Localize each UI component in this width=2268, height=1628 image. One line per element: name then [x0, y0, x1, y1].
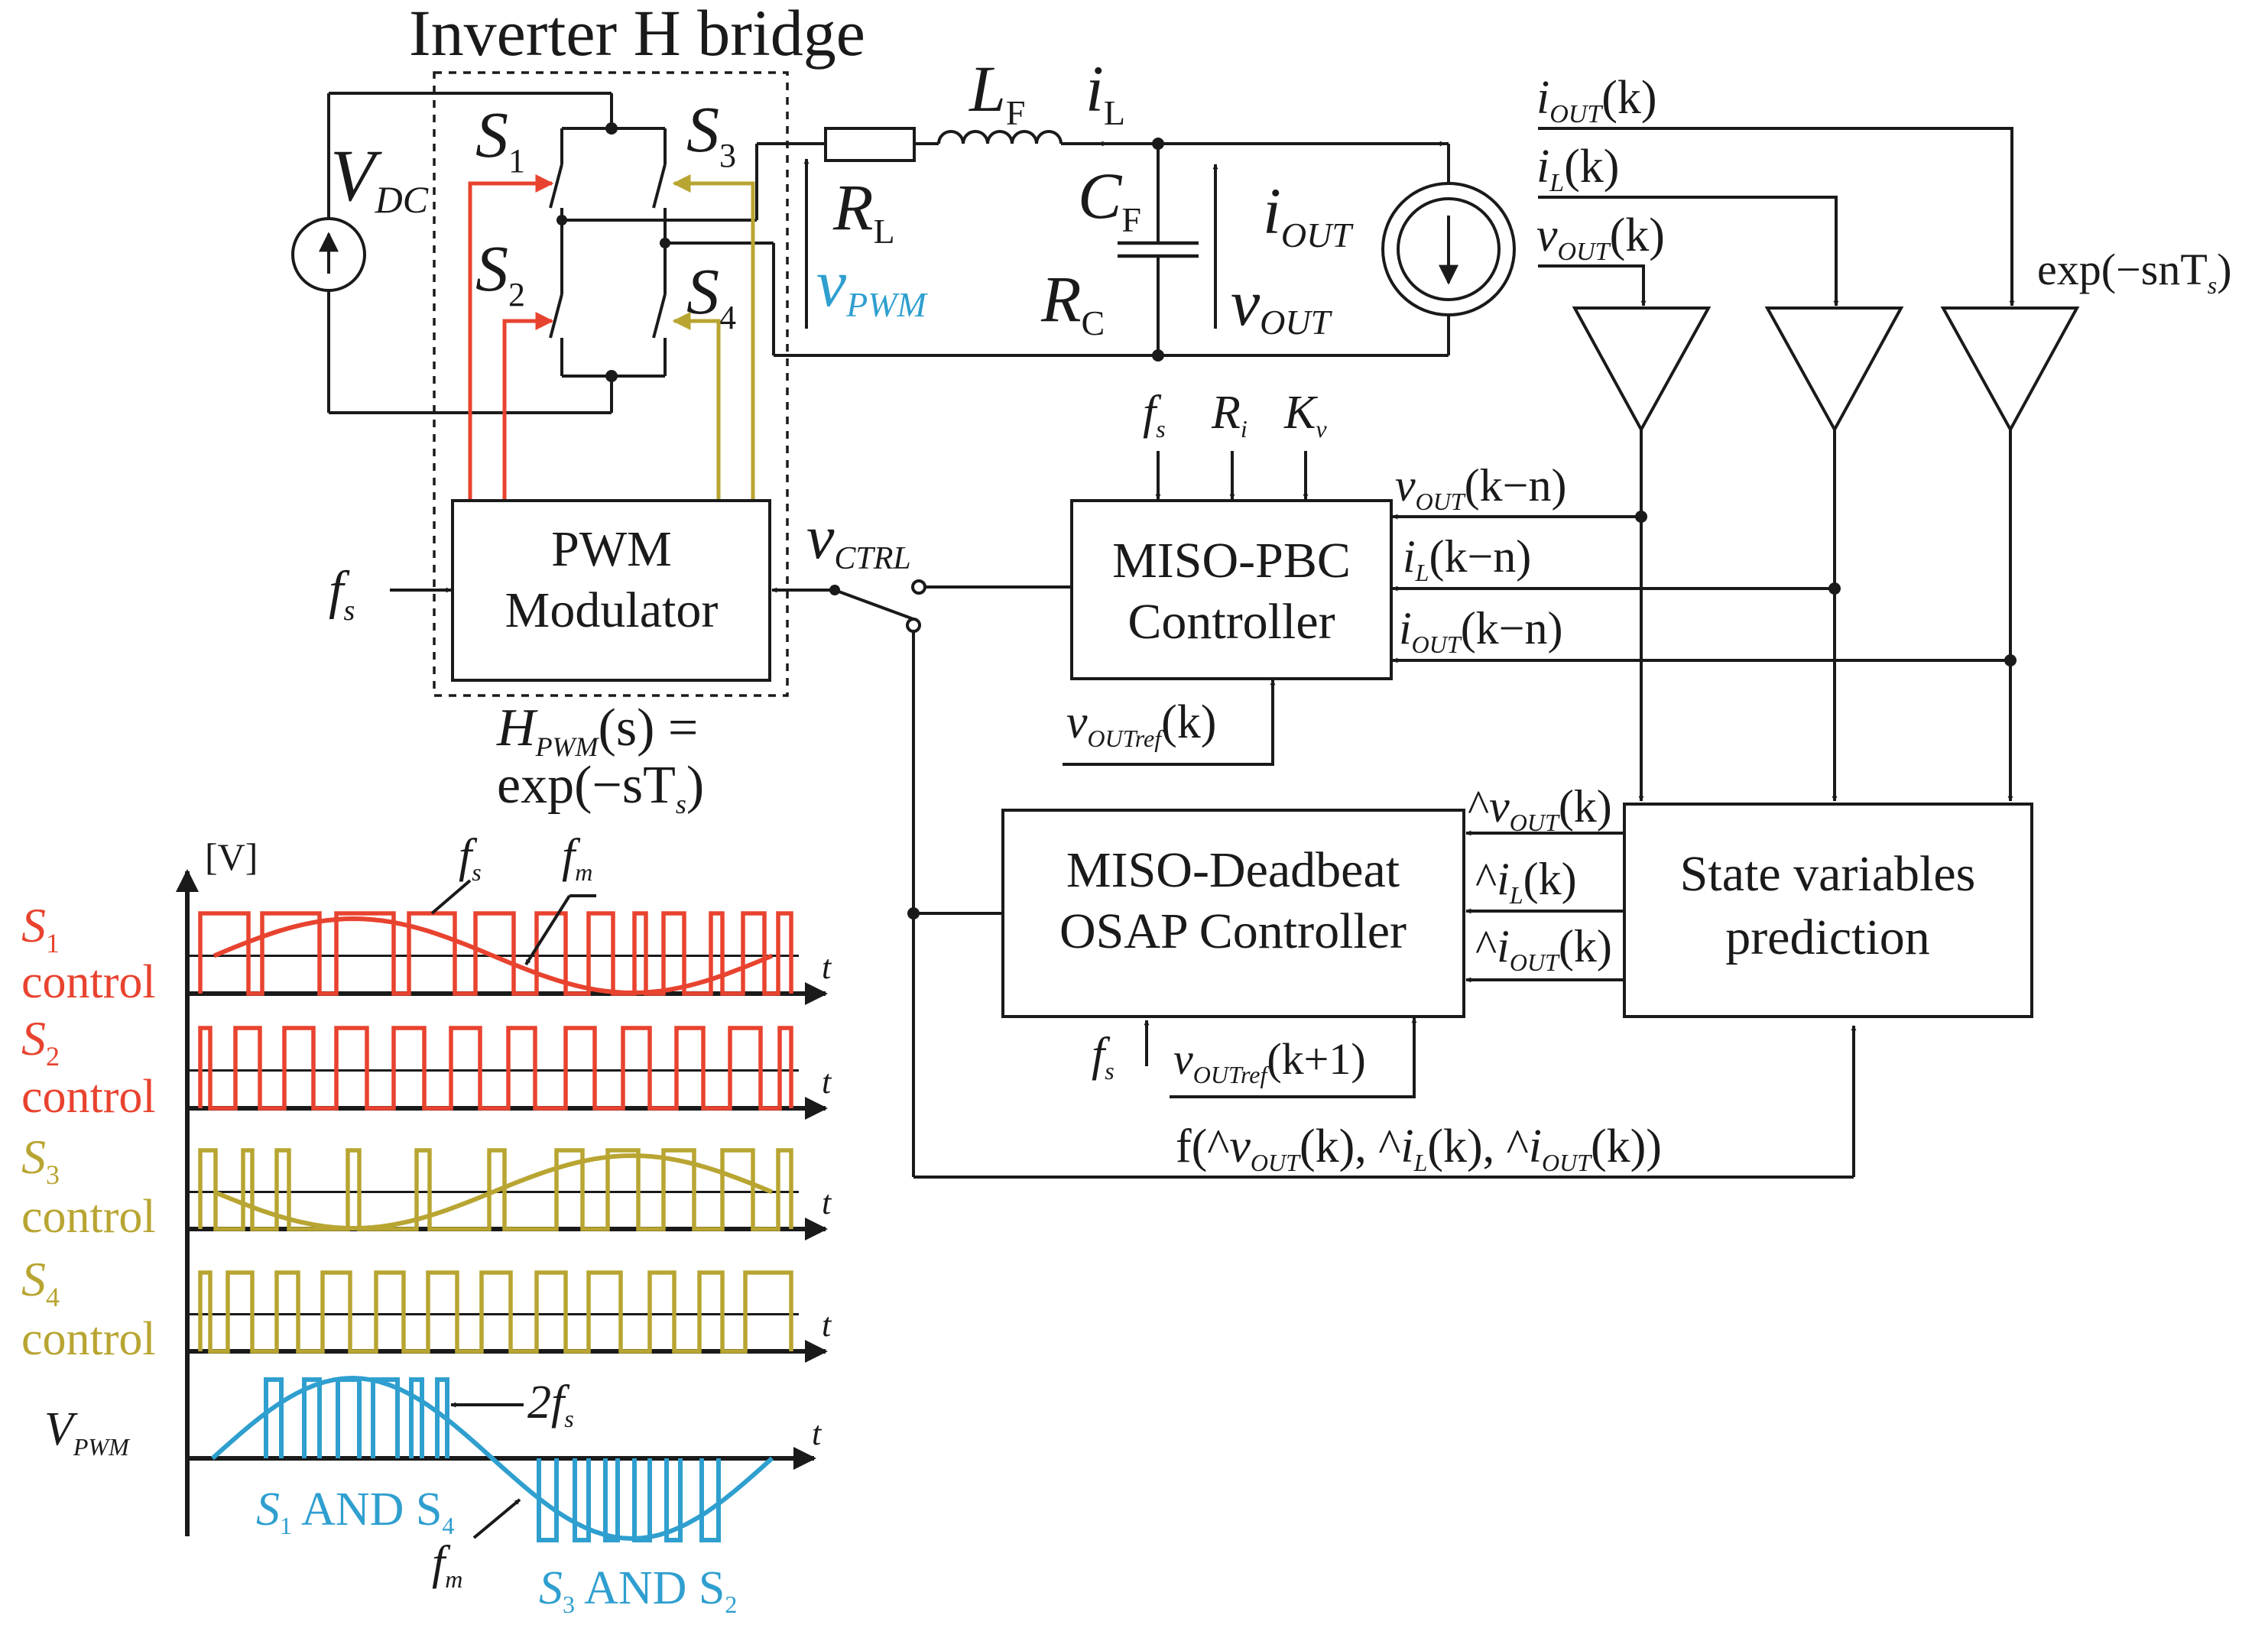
- deadbeat-input-il: ^iL(k): [1475, 854, 1577, 909]
- pwm-wave-row-4: [198, 1270, 793, 1354]
- modulating-sine-row-1: [213, 916, 774, 996]
- vdc-label: VDC: [330, 135, 429, 221]
- pwm-modulator: PWM Modulator fs HPWM(s) = exp(−sTs): [329, 499, 771, 819]
- output-filter: RL LF iL CF RC vPWM iOUT vOUT: [803, 52, 1516, 362]
- pbc-param-kv: Kv: [1283, 387, 1327, 443]
- deadbeat-fs: fs: [1092, 1029, 1115, 1085]
- s1-label: S1: [475, 98, 525, 180]
- h-bridge-switches: S1 S2 S3 S4: [475, 92, 1449, 378]
- s2-label: S2: [475, 232, 525, 313]
- vpwm-row-label: VPWM: [44, 1403, 131, 1461]
- row-label-s2: S2: [21, 1011, 60, 1072]
- rl-label: RL: [832, 170, 895, 251]
- pwm-wave-row-3: [198, 1148, 793, 1231]
- time-label-row2: t: [822, 1063, 832, 1101]
- time-label-row4: t: [822, 1306, 832, 1344]
- iout-label: iOUT: [1263, 174, 1354, 255]
- deadbeat-controller: MISO-Deadbeat OSAP Controller ^vOUT(k) ^…: [1001, 781, 1624, 1098]
- two-fs-annotation: 2fs: [527, 1377, 574, 1432]
- s3-label: S3: [686, 92, 736, 174]
- time-label-row1: t: [822, 949, 832, 986]
- pwm-fs-label: fs: [329, 561, 355, 627]
- timing-diagram: [V] S1 control S2 control S3 control S4 …: [21, 830, 832, 1618]
- delay-amp-iout: [1940, 306, 2080, 433]
- pbc-block-line2: Controller: [1128, 594, 1335, 650]
- pbc-param-ri: Ri: [1211, 387, 1248, 443]
- modulating-sine-row-3: [213, 1153, 774, 1231]
- hpwm-label-line2: exp(−sTs): [497, 756, 704, 819]
- inductor-lf: [937, 130, 1063, 144]
- pwm-block-line2: Modulator: [505, 582, 719, 638]
- vctrl-label: vCTRL: [806, 502, 911, 576]
- row-label-s1: S1: [21, 898, 60, 958]
- pbc-controller: MISO-PBC Controller fs Ri Kv vOUT(k−n) i…: [1063, 387, 1566, 766]
- fm-annotation: fm: [562, 830, 592, 886]
- dc-source: VDC: [291, 92, 618, 414]
- time-label-row3: t: [822, 1184, 832, 1221]
- il-label: iL: [1085, 52, 1125, 132]
- row-word-s2: control: [21, 1071, 156, 1123]
- power-stage: Inverter H bridge VDC: [291, 0, 1516, 819]
- feedback-function: f(^vOUT(k), ^iL(k), ^iOUT(k)): [1176, 1120, 1662, 1176]
- row-word-s3: control: [21, 1191, 156, 1243]
- sensed-signals: iOUT(k) iL(k) vOUT(k) exp(−snTs): [1392, 72, 2232, 802]
- lf-label: LF: [968, 52, 1025, 132]
- control-selector-switch: vCTRL: [771, 502, 1857, 1179]
- pwm-block-line1: PWM: [551, 521, 672, 577]
- vpwm-pulses: [264, 1377, 721, 1542]
- deadbeat-reference: vOUTref(k+1): [1173, 1034, 1366, 1088]
- pbc-block-line1: MISO-PBC: [1112, 533, 1351, 589]
- vpwm-label: vPWM: [816, 247, 928, 324]
- bridge-dashed-frame: [433, 71, 789, 697]
- bridge-title: Inverter H bridge: [409, 0, 865, 70]
- delay-label: exp(−snTs): [2037, 245, 2232, 299]
- pwm-wave-row-2: [198, 1026, 793, 1111]
- vout-label: vOUT: [1231, 266, 1333, 342]
- pbc-input-iout: iOUT(k−n): [1399, 603, 1563, 658]
- load-current-source: [1381, 182, 1516, 316]
- pbc-input-vout: vOUT(k−n): [1395, 460, 1566, 515]
- negative-half-label: S3 AND S2: [539, 1562, 737, 1618]
- sensed-iout-label: iOUT(k): [1536, 72, 1657, 128]
- s4-label: S4: [686, 255, 736, 336]
- pbc-input-il: iL(k−n): [1403, 531, 1531, 586]
- pbc-reference: vOUTref(k): [1066, 696, 1216, 752]
- time-label-vpwm: t: [812, 1415, 823, 1452]
- gate-drive-lines: [468, 174, 755, 501]
- pbc-param-fs: fs: [1143, 387, 1166, 443]
- deadbeat-input-vout: ^vOUT(k): [1468, 781, 1612, 836]
- deadbeat-block-line1: MISO-Deadbeat: [1066, 842, 1400, 898]
- sensed-vout-label: vOUT(k): [1536, 209, 1665, 266]
- resistor-rl: [824, 127, 916, 162]
- timing-rows: [187, 911, 828, 1542]
- delay-amp-vout: [1572, 306, 1712, 433]
- fm-annotation-vpwm: fm: [432, 1537, 462, 1593]
- positive-half-label: S1 AND S4: [256, 1484, 454, 1539]
- hpwm-label: HPWM(s) =: [496, 699, 698, 762]
- state-block-line1: State variables: [1680, 846, 1976, 902]
- state-prediction: State variables prediction: [1623, 803, 2033, 1018]
- timing-unit-label: [V]: [205, 835, 258, 878]
- rc-label: RC: [1040, 262, 1105, 342]
- row-word-s4: control: [21, 1313, 156, 1365]
- control-section: vCTRL iOUT(k) iL(k) vOUT(k) exp(−snTs): [771, 72, 2232, 1179]
- delay-amp-il: [1764, 306, 1904, 433]
- row-word-s1: control: [21, 956, 156, 1008]
- sensed-il-label: iL(k): [1536, 141, 1619, 197]
- state-block-line2: prediction: [1725, 910, 1930, 965]
- deadbeat-input-iout: ^iOUT(k): [1475, 921, 1612, 976]
- pwm-wave-row-1: [198, 911, 793, 996]
- deadbeat-block-line2: OSAP Controller: [1059, 903, 1407, 959]
- row-label-s3: S3: [21, 1130, 60, 1190]
- row-label-s4: S4: [21, 1252, 60, 1312]
- fs-annotation: fs: [459, 830, 482, 886]
- cf-label: CF: [1078, 159, 1141, 239]
